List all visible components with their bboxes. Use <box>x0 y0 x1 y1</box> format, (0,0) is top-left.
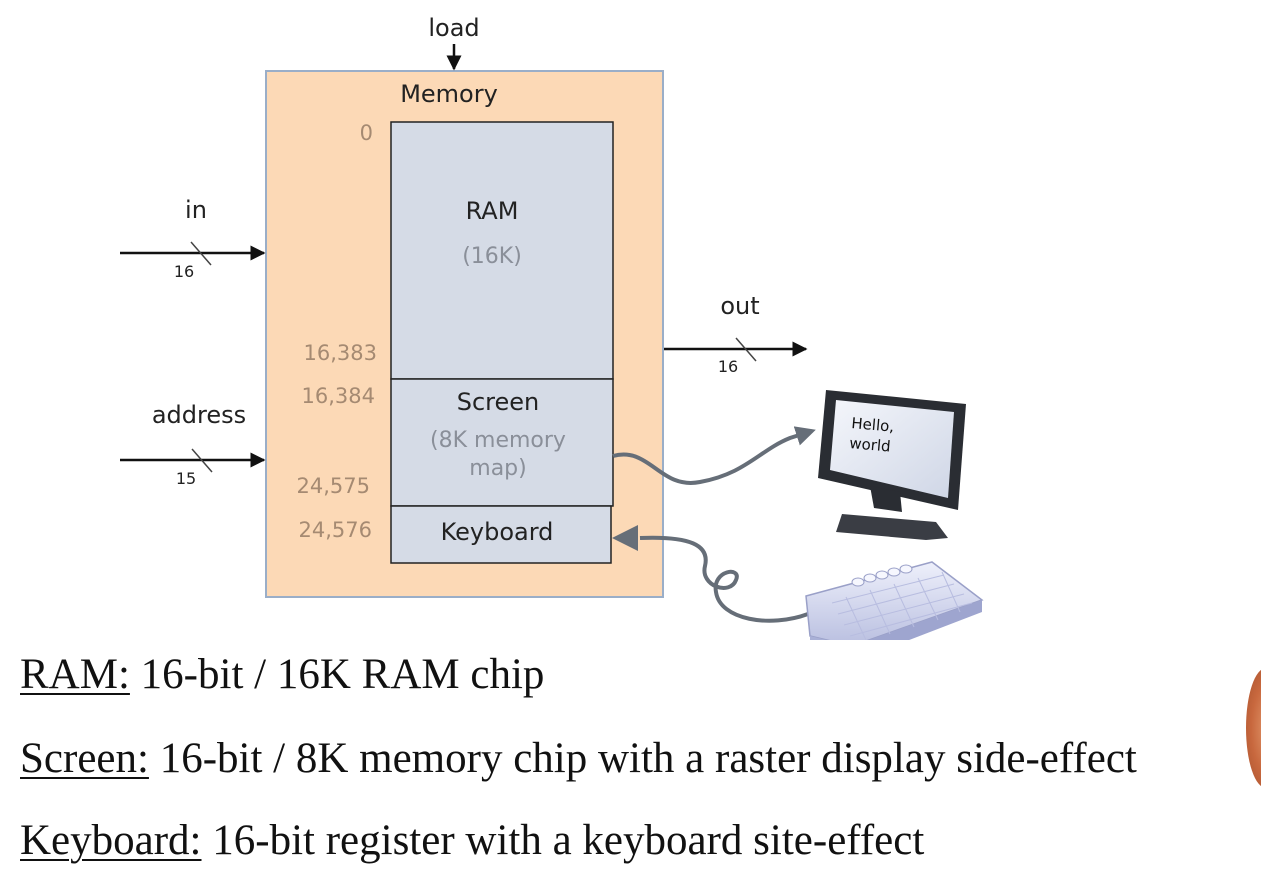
keyboard-icon <box>805 561 984 640</box>
keyboard-label: Keyboard <box>441 518 554 546</box>
memory-title: Memory <box>400 80 498 108</box>
ram-label: RAM <box>466 197 519 225</box>
address-16383: 16,383 <box>304 341 377 365</box>
in-bus-width: 16 <box>174 262 194 281</box>
note-ram-term: RAM: <box>20 651 130 698</box>
out-bus-width: 16 <box>718 357 738 376</box>
note-keyboard-term: Keyboard: <box>20 817 202 864</box>
keyboard-to-memory-cable <box>639 535 809 623</box>
note-screen-text: 16-bit / 8K memory chip with a raster di… <box>148 735 1137 782</box>
monitor-icon: Hello, world <box>818 390 966 540</box>
load-label: load <box>428 14 479 42</box>
address-bus-slash <box>191 448 213 473</box>
in-label: in <box>185 196 207 224</box>
note-screen-term: Screen: <box>20 735 149 782</box>
note-ram-text: 16-bit / 16K RAM chip <box>129 651 545 698</box>
address-24575: 24,575 <box>297 474 370 498</box>
presenter-hand <box>1246 668 1261 788</box>
out-label: out <box>720 292 759 320</box>
note-keyboard-text: 16-bit register with a keyboard site-eff… <box>201 817 925 864</box>
keyboard-segment <box>390 505 612 564</box>
monitor-text-line2: world <box>849 434 892 456</box>
ram-size: (16K) <box>462 244 522 269</box>
out-bus-slash <box>735 337 757 362</box>
screen-label: Screen <box>457 388 540 416</box>
note-keyboard: Keyboard: 16-bit register with a keyboar… <box>20 816 924 865</box>
in-bus-slash <box>190 241 212 266</box>
address-16384: 16,384 <box>302 384 375 408</box>
keyboard-cable-arrowhead <box>612 525 638 551</box>
address-label: address <box>152 401 246 429</box>
memory-diagram: Memory load RAM (16K) Screen (8K memory … <box>120 14 984 640</box>
screen-to-monitor-cable <box>612 426 816 485</box>
address-0: 0 <box>360 121 373 145</box>
address-bus-width: 15 <box>176 469 196 488</box>
ram-segment <box>390 121 614 380</box>
address-24576: 24,576 <box>299 518 372 542</box>
monitor-text-line1: Hello, <box>851 414 895 436</box>
note-screen: Screen: 16-bit / 8K memory chip with a r… <box>20 734 1137 783</box>
note-ram: RAM: 16-bit / 16K RAM chip <box>20 650 544 699</box>
screen-desc-line1: (8K memory <box>430 428 566 453</box>
screen-desc-line2: map) <box>469 456 526 481</box>
